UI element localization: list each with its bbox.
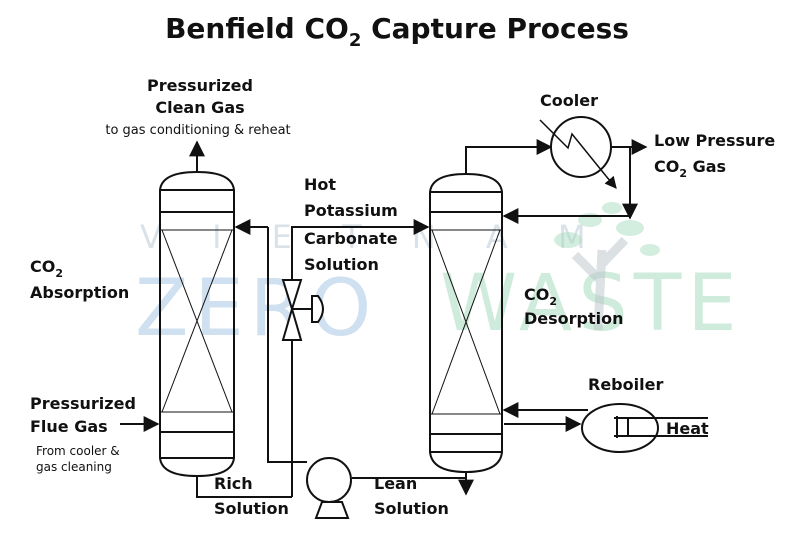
desorber-column [429,172,503,474]
hot-solution-label-4: Solution [304,255,379,274]
reboiler-icon [581,403,708,453]
lean-solution-label-1: Lean [374,474,417,493]
watermark-top-text: V I E T N A M [140,218,606,256]
desorption-label-2: Desorption [524,309,624,328]
desorption-label-1: CO2 [524,285,557,308]
hot-solution-line [291,219,430,497]
watermark-zero-text: ZERO [135,264,377,354]
clean-gas-note: to gas conditioning & reheat [105,123,290,138]
rich-solution-label-2: Solution [214,499,289,518]
hot-solution-label-3: Carbonate [304,229,398,248]
vapor-line [465,146,551,174]
clean-gas-label-2: Clean Gas [155,98,244,117]
lean-solution-label-2: Solution [374,499,449,518]
rich-solution-line [196,476,292,498]
lean-return-line [267,227,305,463]
hot-solution-label-1: Hot [304,175,336,194]
flue-gas-label-1: Pressurized [30,394,136,413]
cooler-icon [539,116,617,189]
pump-icon [305,457,352,519]
reboiler-label: Reboiler [588,375,663,394]
piping [120,139,648,498]
flue-gas-label-2: Flue Gas [30,417,108,436]
absorption-label-2: Absorption [30,283,129,302]
control-valve-icon [281,279,324,341]
labels: Pressurized Clean Gas to gas conditionin… [30,76,775,518]
heat-label: Heat [666,419,709,438]
rich-solution-label-1: Rich [214,474,253,493]
watermark: V I E T N A M ZERO WASTE [135,202,737,354]
clean-gas-label-1: Pressurized [147,76,253,95]
absorption-label-1: CO2 [30,257,63,280]
low-pressure-label-1: Low Pressure [654,131,775,150]
hot-solution-label-2: Potassium [304,201,398,220]
cooler-label: Cooler [540,91,598,110]
flue-gas-note-1: From cooler & [36,444,120,458]
absorber-column [159,170,235,478]
low-pressure-label-2: CO2 Gas [654,157,726,180]
page-title: Benfield CO2 Capture Process [165,12,629,51]
flue-gas-note-2: gas cleaning [36,460,112,474]
